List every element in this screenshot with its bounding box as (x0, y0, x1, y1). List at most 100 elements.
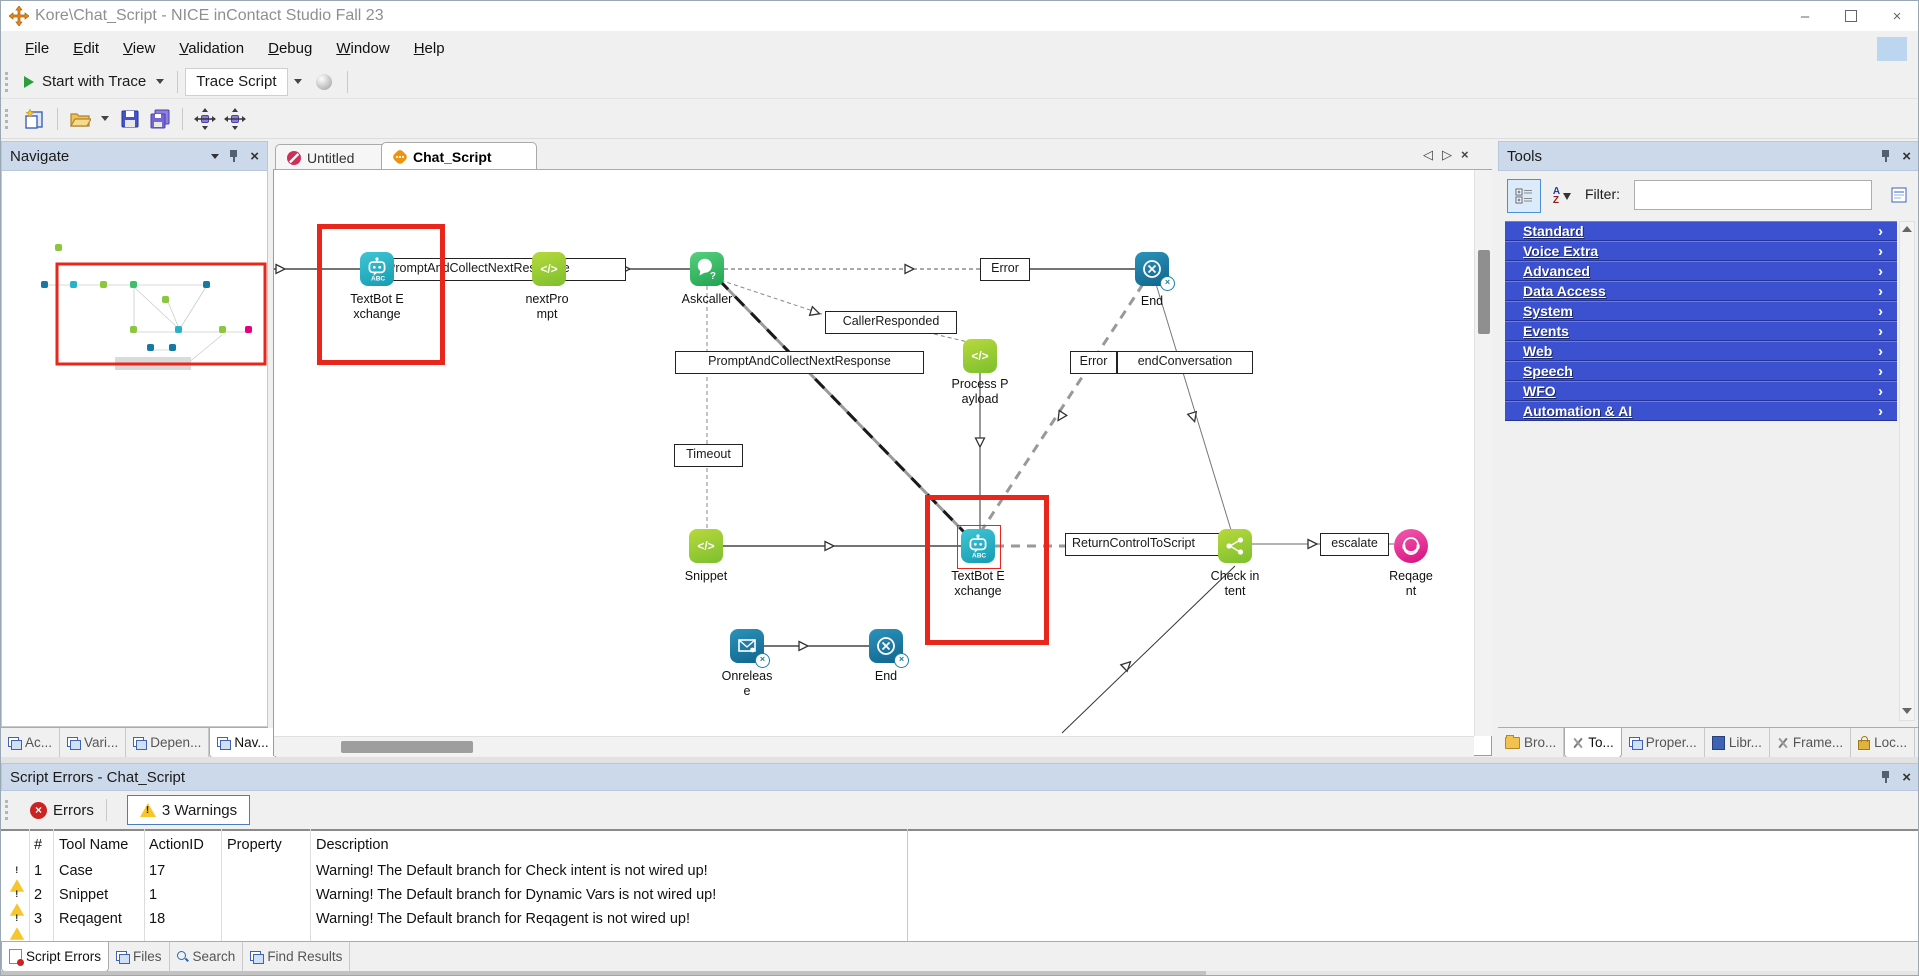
pan-mode-button[interactable] (193, 107, 217, 131)
col-description[interactable]: Description (316, 837, 389, 853)
tab-actions[interactable]: Ac... (1, 728, 61, 757)
open-dropdown[interactable] (101, 116, 109, 121)
canvas-vertical-scrollbar[interactable] (1474, 170, 1492, 736)
toolbar-grip[interactable] (5, 71, 14, 92)
edge-label-error-mid[interactable]: Error (1070, 351, 1117, 374)
canvas-hscroll-thumb[interactable] (341, 741, 473, 753)
edge-label-error-top[interactable]: Error (980, 258, 1030, 281)
col-number[interactable]: # (34, 837, 43, 853)
edge-label-prompt-mid[interactable]: PromptAndCollectNextResponse (675, 351, 924, 374)
menu-view[interactable]: View (123, 39, 156, 57)
cell-description[interactable]: Warning! The Default branch for Dynamic … (316, 887, 717, 903)
cell-action-id[interactable]: 17 (149, 863, 166, 879)
cell-action-id[interactable]: 18 (149, 911, 166, 927)
cell-tool-name[interactable]: Snippet (59, 887, 109, 903)
document-close-icon[interactable]: × (1461, 147, 1469, 162)
node-snippet[interactable]: </> (689, 529, 723, 563)
open-button[interactable] (68, 107, 92, 131)
tools-category-automation-ai[interactable]: Automation & AI› (1505, 401, 1897, 421)
tab-files[interactable]: Files (109, 942, 170, 971)
menu-debug[interactable]: Debug (268, 39, 313, 57)
script-errors-pin-icon[interactable] (1881, 770, 1891, 784)
minimize-button[interactable]: – (1800, 7, 1810, 25)
filter-options-button[interactable] (1884, 180, 1914, 210)
tab-framework[interactable]: Frame... (1770, 728, 1852, 757)
tools-category-data-access[interactable]: Data Access› (1505, 281, 1897, 301)
navigate-close-icon[interactable]: × (250, 147, 259, 165)
bottom-scrollbar-thumb[interactable] (1, 971, 1206, 975)
menu-help[interactable]: Help (413, 39, 445, 57)
tools-category-wfo[interactable]: WFO› (1505, 381, 1897, 401)
tools-scroll-up-icon[interactable] (1902, 226, 1912, 232)
tools-scroll-down-icon[interactable] (1902, 708, 1912, 714)
tab-browser[interactable]: Bro... (1498, 728, 1565, 757)
menu-validation[interactable]: Validation (179, 39, 245, 57)
tab-library[interactable]: Libr... (1705, 728, 1770, 757)
edge-label-end-conversation[interactable]: endConversation (1117, 351, 1253, 374)
tools-scrollbar[interactable] (1899, 221, 1915, 721)
tab-variables[interactable]: Vari... (60, 728, 127, 757)
node-textbot-exchange-2[interactable]: ABC (961, 529, 995, 563)
restore-button[interactable] (1828, 1, 1874, 31)
cell-tool-name[interactable]: Case (59, 863, 93, 879)
categorized-view-button[interactable] (1507, 179, 1541, 213)
tab-toolbox[interactable]: To... (1564, 728, 1622, 758)
trace-script-combo[interactable]: Trace Script (185, 67, 288, 96)
tab-script-errors[interactable]: Script Errors (1, 942, 110, 972)
pan-center-button[interactable] (223, 107, 247, 131)
edge-label-caller-responded[interactable]: CallerResponded (825, 311, 957, 334)
canvas-horizontal-scrollbar[interactable] (274, 736, 1474, 756)
cell-num[interactable]: 2 (34, 887, 43, 903)
tab-properties[interactable]: Proper... (1622, 728, 1705, 757)
tab-dependencies[interactable]: Depen... (126, 728, 210, 757)
trace-script-dropdown[interactable] (293, 79, 302, 84)
tab-chat-script[interactable]: Chat_Script (381, 142, 537, 170)
menu-window[interactable]: Window (336, 39, 390, 57)
menu-edit[interactable]: Edit (73, 39, 100, 57)
tab-scroll-right-icon[interactable]: ▷ (1442, 147, 1452, 162)
warnings-filter-button[interactable]: 3 Warnings (126, 795, 251, 825)
minimap-viewport[interactable] (55, 262, 267, 366)
cell-tool-name[interactable]: Reqagent (59, 911, 122, 927)
tab-untitled[interactable]: Untitled (275, 144, 401, 170)
se-toolbar-grip[interactable] (5, 800, 14, 820)
cell-description[interactable]: Warning! The Default branch for Reqagent… (316, 911, 690, 927)
edge-label-return-control[interactable]: ReturnControlToScript (1065, 533, 1230, 556)
tools-category-advanced[interactable]: Advanced› (1505, 261, 1897, 281)
canvas-vscroll-thumb[interactable] (1478, 250, 1490, 334)
tab-find-results[interactable]: Find Results (243, 942, 351, 971)
tools-category-system[interactable]: System› (1505, 301, 1897, 321)
node-nextprompt[interactable]: </> (532, 252, 566, 286)
col-tool-name[interactable]: Tool Name (59, 837, 129, 853)
tools-pin-icon[interactable] (1881, 149, 1891, 163)
tab-scroll-left-icon[interactable]: ◁ (1423, 147, 1433, 162)
tools-category-voice-extra[interactable]: Voice Extra› (1505, 241, 1897, 261)
new-script-button[interactable] (23, 107, 47, 131)
tab-navigate[interactable]: Nav... (209, 728, 277, 758)
start-with-trace-dropdown[interactable] (156, 79, 165, 84)
col-property[interactable]: Property (227, 837, 282, 853)
tools-category-web[interactable]: Web› (1505, 341, 1897, 361)
node-process-payload[interactable]: </> (963, 339, 997, 373)
script-errors-close-icon[interactable]: × (1902, 768, 1911, 786)
cell-num[interactable]: 3 (34, 911, 43, 927)
navigate-pin-icon[interactable] (229, 149, 239, 163)
edge-label-timeout[interactable]: Timeout (674, 444, 743, 467)
cell-num[interactable]: 1 (34, 863, 43, 879)
edge-label-escalate[interactable]: escalate (1320, 533, 1389, 556)
filter-input[interactable] (1634, 180, 1872, 210)
node-onrelease[interactable] (730, 629, 764, 663)
script-canvas[interactable]: PromptAndCollectNextResponse Error Calle… (273, 169, 1492, 756)
tab-search[interactable]: Search (170, 942, 244, 971)
navigate-menu-arrow-icon[interactable] (211, 153, 220, 159)
save-button[interactable] (118, 107, 142, 131)
menu-file[interactable]: File (25, 39, 50, 57)
toolbar-grip-2[interactable] (5, 108, 14, 129)
node-textbot-exchange-1[interactable]: ABC (360, 252, 394, 286)
tools-category-standard[interactable]: Standard› (1505, 221, 1897, 241)
cell-action-id[interactable]: 1 (149, 887, 158, 903)
tools-close-icon[interactable]: × (1902, 147, 1911, 165)
horizontal-splitter[interactable] (1, 757, 1918, 763)
bottom-scrollbar[interactable] (1, 971, 1918, 975)
node-check-intent[interactable] (1218, 529, 1252, 563)
